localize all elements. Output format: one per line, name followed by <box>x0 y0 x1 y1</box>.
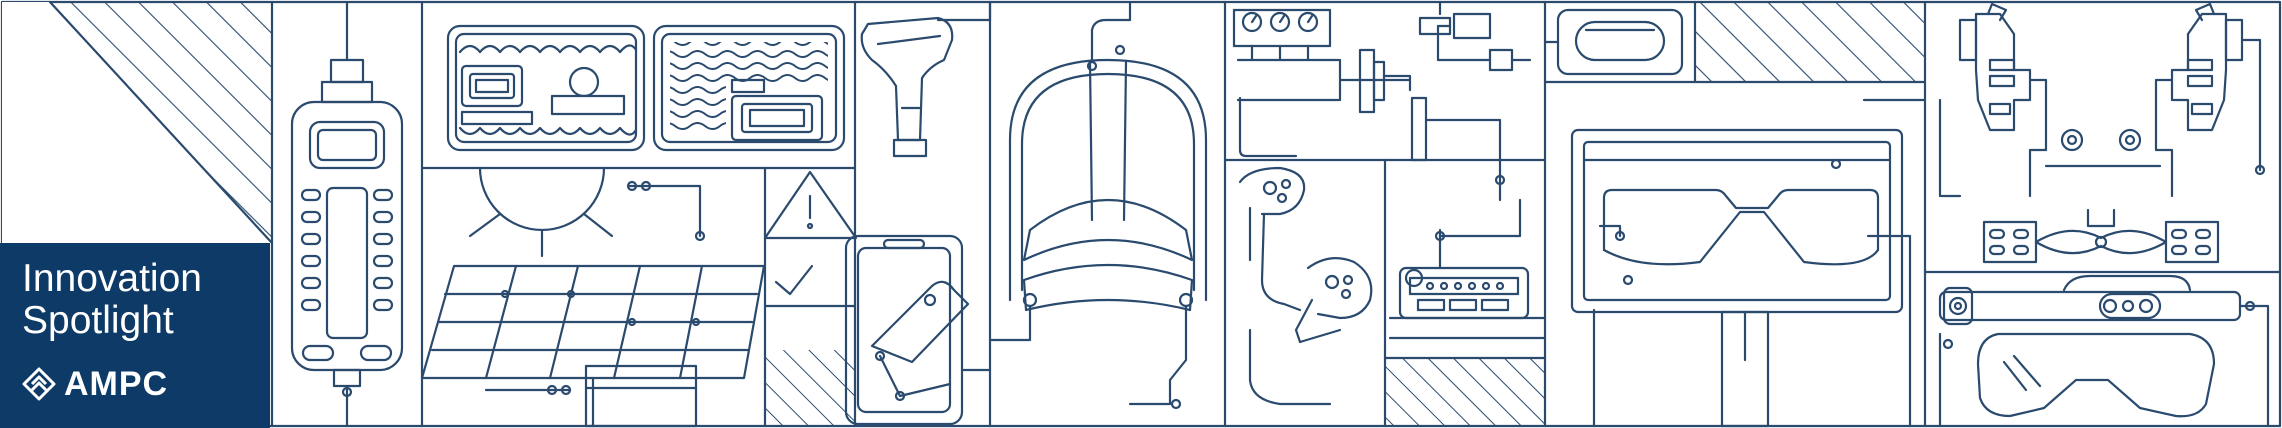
badge-title-line-2: Spotlight <box>22 299 174 342</box>
control-panel <box>1383 198 1547 426</box>
vr-controllers <box>1238 166 1373 406</box>
vr-goggles <box>1543 8 1684 76</box>
ampc-diamond-logo-icon <box>22 367 56 401</box>
handheld-remote-device <box>290 0 404 428</box>
remote-buttons <box>300 188 394 362</box>
brand-name: AMPC <box>64 364 169 403</box>
barcode-scanner <box>860 0 992 158</box>
brand-lockup: AMPC <box>22 361 168 407</box>
innovation-spotlight-badge: Innovation Spotlight AMPC <box>0 243 270 428</box>
hatched-triangle-panel <box>2 0 274 245</box>
pressure-gauges-and-pipes <box>1232 0 1532 202</box>
solar-panel-with-sun <box>420 166 766 428</box>
badge-title-line-1: Innovation <box>22 257 202 300</box>
warning-sign <box>763 170 858 426</box>
circuit-boards <box>446 24 846 152</box>
ar-glasses <box>1938 274 2270 428</box>
robotic-grippers <box>1938 2 2266 264</box>
vr-headset <box>988 0 1208 410</box>
monitor-with-goggles <box>1570 98 1927 428</box>
smartphone-with-tag <box>844 234 992 426</box>
hatched-panel <box>1695 2 1925 82</box>
